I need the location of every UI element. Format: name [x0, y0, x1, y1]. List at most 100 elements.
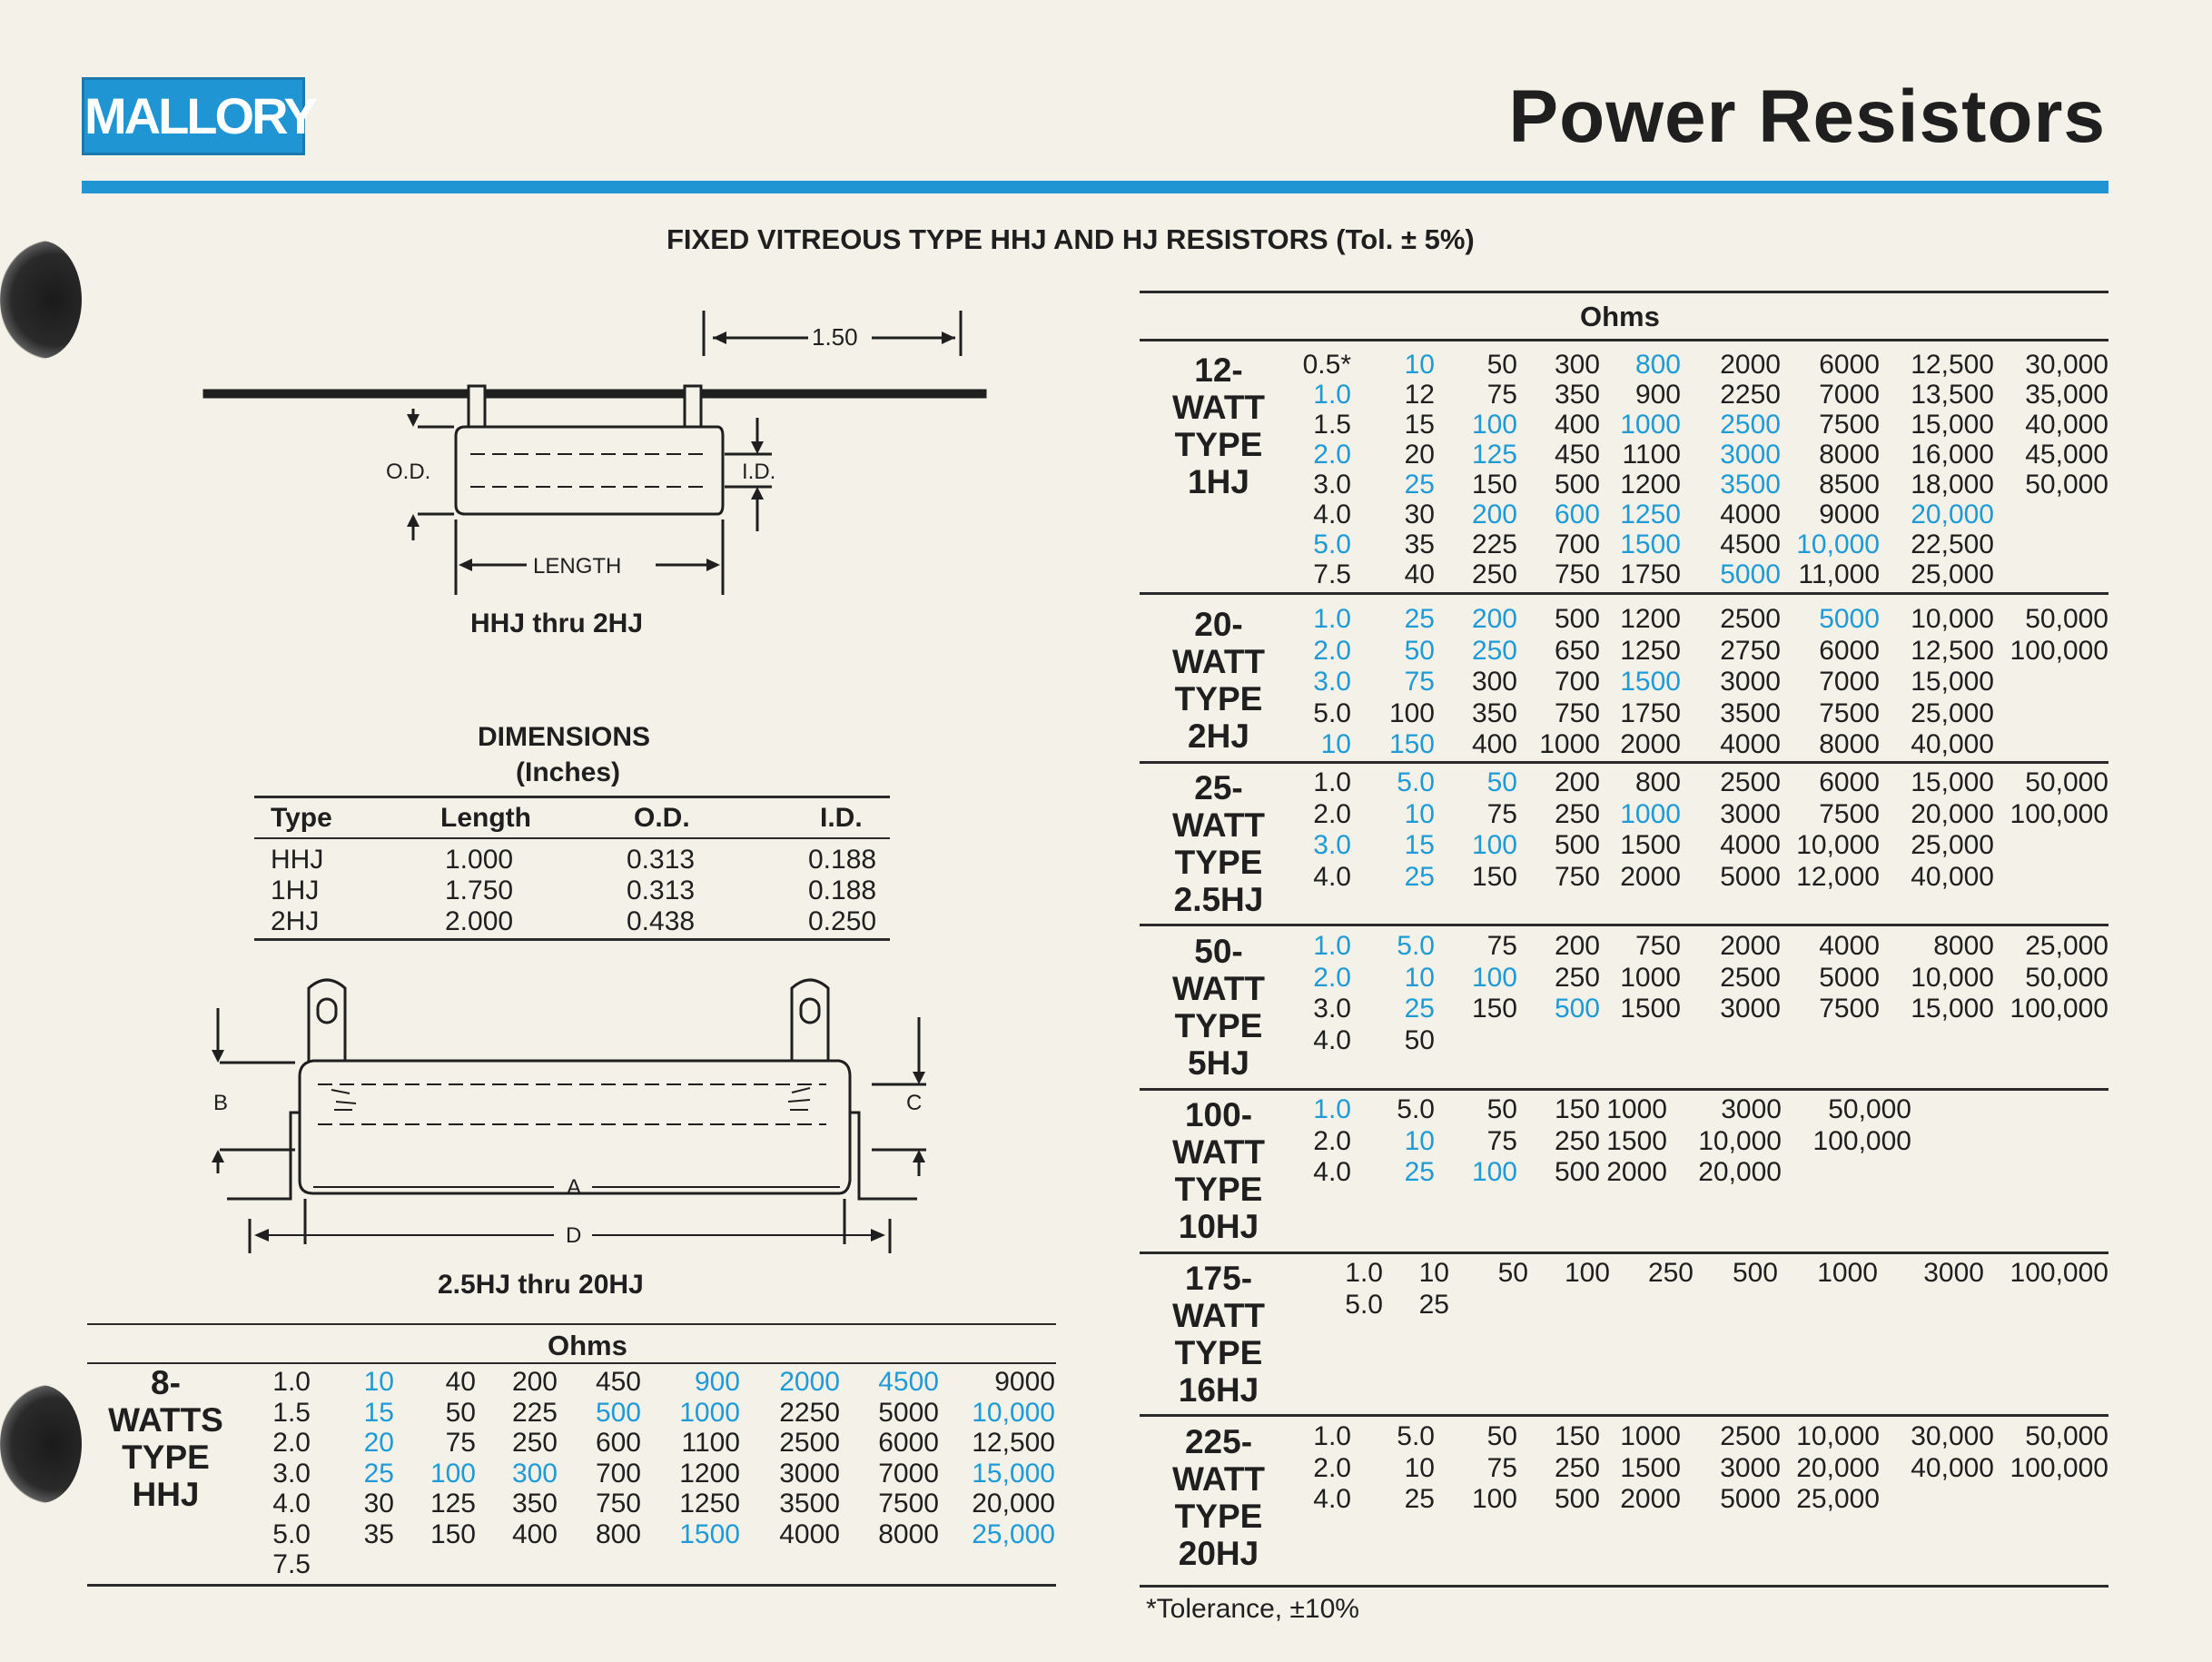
dimensions-units: (Inches) — [516, 757, 621, 787]
ohm-value: 10,000 — [1698, 1125, 1782, 1156]
type-label-line: 20HJ — [1178, 1535, 1259, 1572]
ohm-value: 7.5 — [272, 1549, 311, 1579]
ohm-value: 20,000 — [1698, 1157, 1782, 1187]
ohm-value: 1500 — [1620, 529, 1681, 559]
ohm-value: 2.0 — [1313, 1452, 1351, 1483]
right-ohms-header: Ohms — [1580, 301, 1660, 332]
ohm-value: 50 — [1486, 1421, 1517, 1451]
ohm-value: 150 — [430, 1519, 476, 1549]
type-label-line: TYPE — [1174, 844, 1263, 881]
ohm-value: 450 — [595, 1367, 641, 1397]
ohm-value: 25 — [1404, 1484, 1435, 1514]
ohm-value: 750 — [1554, 559, 1600, 589]
ohm-value: 25 — [1418, 1289, 1449, 1320]
ohm-value: 5.0 — [1397, 931, 1435, 961]
section-rule — [1140, 1251, 2108, 1254]
ohm-value: 20 — [1404, 440, 1435, 470]
ohm-value: 4.0 — [1313, 1157, 1351, 1187]
ohm-value: 5.0 — [1313, 529, 1351, 559]
ohm-value: 100 — [1471, 830, 1517, 860]
ohm-value: 100 — [1471, 1484, 1517, 1514]
type-label-line: TYPE — [1174, 426, 1263, 463]
hhj-rule-bottom — [87, 1584, 1056, 1587]
ohm-value: 100,000 — [2010, 1452, 2108, 1483]
header-rule — [82, 181, 2108, 193]
ohm-value: 350 — [511, 1489, 558, 1519]
ohm-value: 3000 — [1720, 994, 1781, 1024]
ohm-value: 2.0 — [1313, 440, 1351, 470]
ohm-value: 3.0 — [1313, 470, 1351, 500]
ohm-value: 2000 — [779, 1367, 840, 1397]
ohm-value: 50,000 — [1828, 1094, 1911, 1124]
ohm-value: 100 — [1471, 410, 1517, 440]
ohm-value: 900 — [694, 1367, 740, 1397]
dim-header-length: Length — [440, 803, 531, 833]
ohm-value: 2000 — [1620, 1484, 1681, 1514]
dim-cell: 0.188 — [808, 845, 877, 875]
ohm-value: 100 — [430, 1458, 476, 1489]
ohm-value: 150 — [1471, 994, 1517, 1024]
type-label-line: WATT — [1171, 970, 1266, 1007]
ohm-value: 225 — [1471, 529, 1517, 559]
ohm-value: 12,000 — [1796, 861, 1880, 892]
type-label-line: 20- — [1194, 606, 1243, 643]
ohm-value: 4500 — [1720, 529, 1781, 559]
ohm-value: 2500 — [1720, 962, 1781, 993]
ohm-value: 200 — [511, 1367, 558, 1397]
ohm-value: 1250 — [1620, 635, 1681, 666]
ohm-value: 50,000 — [2025, 604, 2108, 634]
dim-rule-top — [254, 796, 890, 798]
ohm-value: 1500 — [1620, 667, 1681, 697]
ohm-value: 700 — [1554, 529, 1600, 559]
ohm-value: 1000 — [1620, 1421, 1681, 1451]
ohm-value: 200 — [1554, 931, 1600, 961]
ohm-value: 40,000 — [2025, 410, 2108, 440]
ohm-value: 25 — [1404, 604, 1435, 634]
ohm-value: 1.0 — [1313, 1094, 1351, 1124]
ohm-value: 15,000 — [1911, 767, 1994, 797]
ohm-value: 5000 — [1720, 559, 1781, 589]
ohm-value: 4000 — [779, 1519, 840, 1549]
ohm-value: 5000 — [1819, 604, 1880, 634]
ohm-value: 100 — [1388, 697, 1435, 728]
ohm-value: 15,000 — [972, 1458, 1055, 1489]
ohm-value: 2500 — [1720, 767, 1781, 797]
ohm-value: 150 — [1554, 1094, 1600, 1124]
ohm-value: 25 — [1404, 470, 1435, 500]
resistor-diagram-25hj: B C A D — [212, 978, 926, 1253]
type-label-line: 5HJ — [1188, 1044, 1249, 1082]
ohm-value: 12,500 — [1911, 350, 1994, 380]
ohm-value: 400 — [1554, 410, 1600, 440]
ohm-value: 75 — [1486, 931, 1517, 961]
ohm-value: 4000 — [1720, 729, 1781, 759]
ohm-value: 3.0 — [1313, 667, 1351, 697]
ohm-value: 1.5 — [1313, 410, 1351, 440]
ohm-value: 300 — [1554, 350, 1600, 380]
ohm-value: 150 — [1388, 729, 1435, 759]
dim-cell: 0.313 — [627, 845, 696, 875]
ohm-value: 1.0 — [1313, 1421, 1351, 1451]
ohm-value: 8000 — [1819, 729, 1880, 759]
type-label-line: 175- — [1184, 1260, 1253, 1297]
type-label-line: 100- — [1184, 1096, 1253, 1133]
ohm-value: 100,000 — [2010, 994, 2108, 1024]
section-subtitle: FIXED VITREOUS TYPE HHJ AND HJ RESISTORS… — [667, 223, 1475, 255]
section-rule — [1140, 1088, 2108, 1091]
ohm-value: 10 — [1320, 729, 1351, 759]
ohm-value: 75 — [1486, 1452, 1517, 1483]
ohm-value: 750 — [1554, 861, 1600, 892]
ohm-value: 1.0 — [272, 1367, 311, 1397]
ohm-value: 2250 — [1720, 380, 1781, 410]
ohm-value: 3500 — [1720, 470, 1781, 500]
right-rule-top — [1140, 291, 2108, 293]
ohm-value: 200 — [1471, 604, 1517, 634]
ohm-value: 9000 — [994, 1367, 1055, 1397]
ohm-value: 200 — [1471, 500, 1517, 529]
ohm-value: 125 — [430, 1489, 476, 1519]
binder-hole-top — [0, 241, 82, 359]
ohm-value: 15,000 — [1911, 994, 1994, 1024]
ohm-value: 250 — [511, 1428, 558, 1458]
hhj-type-label-line: TYPE — [122, 1439, 210, 1476]
ohm-value: 30,000 — [1911, 1421, 1994, 1451]
ohm-value: 1.0 — [1345, 1258, 1383, 1288]
